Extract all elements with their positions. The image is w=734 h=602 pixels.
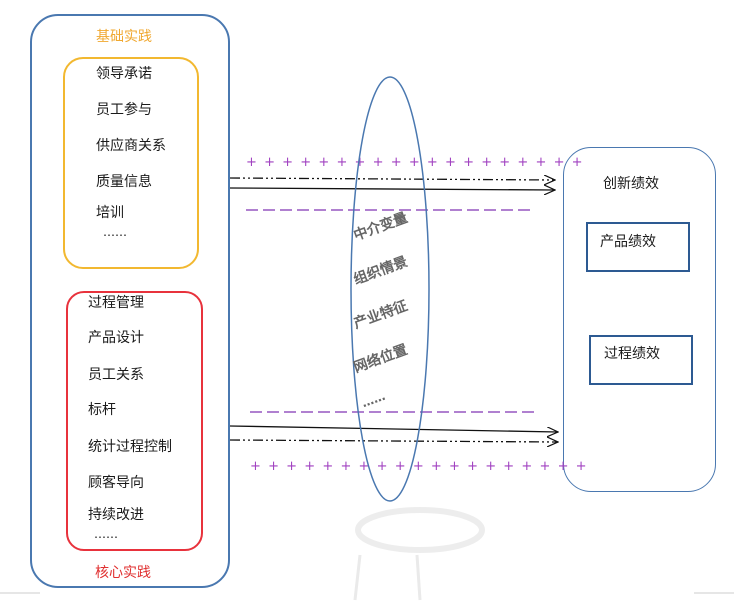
basic-item-2: 员工参与 — [96, 102, 152, 118]
core-item-5: 统计过程控制 — [88, 439, 172, 455]
process-performance-box — [589, 335, 693, 385]
core-item-3: 员工关系 — [88, 367, 144, 383]
core-practices-title: 核心实践 — [95, 565, 151, 581]
bottom-solid-arrow — [229, 425, 558, 432]
mediator-ellipse — [350, 76, 430, 502]
basic-item-4: 质量信息 — [96, 174, 152, 190]
process-performance-label: 过程绩效 — [604, 346, 660, 362]
left-outer-container — [30, 14, 230, 588]
top-dashdot-arrow — [229, 178, 555, 180]
core-item-6: 顾客导向 — [88, 475, 144, 491]
core-item-4: 标杆 — [88, 402, 116, 418]
top-plus-row: +++++++++++++++++++ — [246, 155, 590, 170]
core-item-ellipsis: …… — [94, 527, 118, 541]
basic-item-1: 领导承诺 — [96, 66, 152, 82]
basic-item-ellipsis: …… — [103, 225, 127, 239]
core-practices-box — [66, 291, 203, 551]
bottom-dashdot-arrow — [229, 440, 558, 442]
right-outer-container — [563, 147, 716, 492]
svg-text:+++++++++++++++++++: +++++++++++++++++++ — [250, 459, 594, 474]
basic-item-3: 供应商关系 — [96, 138, 166, 154]
basic-practices-title: 基础实践 — [96, 29, 152, 45]
core-item-1: 过程管理 — [88, 295, 144, 311]
core-item-7: 持续改进 — [88, 507, 144, 523]
bottom-plus-row: +++++++++++++++++++ — [250, 459, 594, 474]
product-performance-label: 产品绩效 — [600, 234, 656, 250]
top-solid-arrow — [229, 188, 555, 190]
reflection-stroke-right — [415, 554, 422, 601]
ellipse-reflection — [355, 507, 485, 553]
core-item-2: 产品设计 — [88, 330, 144, 346]
svg-text:+++++++++++++++++++: +++++++++++++++++++ — [246, 155, 590, 170]
basic-practices-box — [63, 57, 199, 269]
product-performance-box — [586, 222, 690, 272]
basic-item-5: 培训 — [96, 205, 124, 221]
reflection-stroke-left — [353, 554, 362, 601]
innovation-performance-title: 创新绩效 — [603, 176, 659, 192]
